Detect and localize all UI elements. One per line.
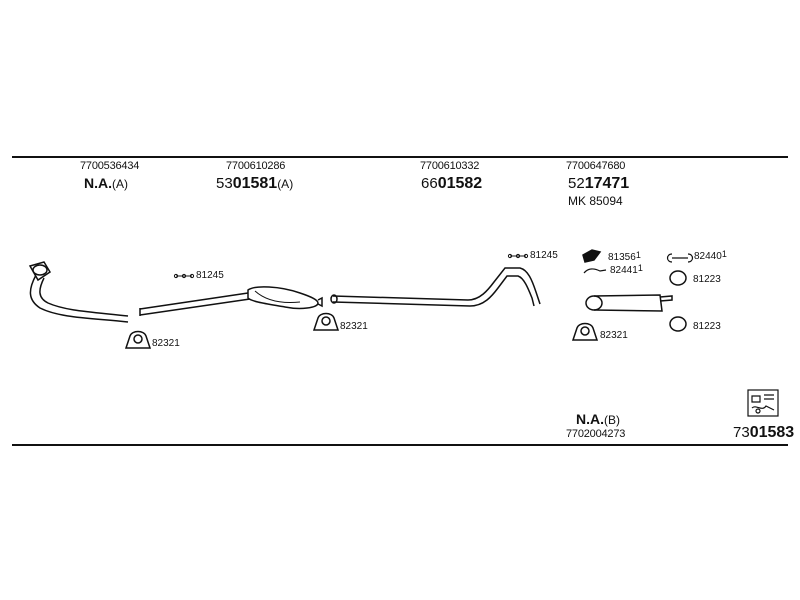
reference-label: 6601582	[421, 175, 482, 193]
quantity-marker: 1	[635, 250, 641, 260]
part-number-label: 7700610286	[226, 160, 286, 172]
reference-prefix: 73	[733, 424, 750, 441]
part-number-label: 7702004273	[566, 428, 626, 440]
rear-silencer	[585, 294, 673, 312]
reference-label: N.A.(B)	[576, 411, 620, 429]
gasket-label: 813561	[608, 250, 641, 263]
ring-label: 81223	[693, 321, 721, 332]
part-number-label: 7700610332	[420, 160, 480, 172]
reference-prefix: 52	[568, 175, 585, 192]
variant-suffix: (A)	[277, 177, 294, 191]
bolt-icon	[583, 268, 607, 274]
reference-number: 01581	[232, 175, 278, 192]
quantity-marker: 1	[721, 249, 727, 259]
reference-label: 5301581(A)	[216, 175, 293, 193]
clamp-label: 82321	[340, 321, 368, 332]
hanger-icon	[507, 253, 529, 259]
gasket-icon	[582, 249, 602, 263]
quantity-marker: 1	[637, 263, 643, 273]
part-number-label: 7700536434	[80, 160, 140, 172]
gasket-number: 81356	[608, 252, 636, 263]
set-reference-label: 7301583	[733, 424, 794, 442]
hanger-label: 81245	[196, 270, 224, 281]
reference-number: 01582	[437, 175, 483, 192]
not-available-label: N.A.	[84, 175, 112, 191]
bolt-number: 82441	[610, 265, 638, 276]
intermediate-pipe	[330, 267, 541, 307]
middle-silencer	[139, 286, 323, 316]
clamp-icon	[571, 322, 599, 341]
part-number-label: 7700647680	[566, 160, 626, 172]
not-available-label: N.A.	[576, 411, 604, 427]
reference-prefix: 53	[216, 175, 233, 192]
hook-label: 824401	[694, 249, 727, 262]
hanger-label: 81245	[530, 250, 558, 261]
bolt-label: 824411	[610, 263, 643, 276]
catalog-symbol-icon	[747, 389, 779, 417]
mounting-kit-label: MK 85094	[568, 194, 623, 208]
hook-icon	[666, 253, 694, 263]
clamp-icon	[124, 330, 152, 349]
reference-prefix: 66	[421, 175, 438, 192]
reference-label: 5217471	[568, 175, 629, 193]
reference-label: N.A.(A)	[84, 175, 128, 193]
variant-suffix: (A)	[112, 177, 128, 191]
reference-number: 17471	[584, 175, 630, 192]
front-pipe	[28, 261, 129, 323]
rubber-ring-icon	[669, 316, 687, 332]
variant-suffix: (B)	[604, 413, 620, 427]
hanger-icon	[173, 273, 195, 279]
reference-number: 01583	[749, 424, 795, 441]
ring-label: 81223	[693, 274, 721, 285]
clamp-label: 82321	[152, 338, 180, 349]
clamp-label: 82321	[600, 330, 628, 341]
hook-number: 82440	[694, 251, 722, 262]
clamp-icon	[312, 312, 340, 331]
rubber-ring-icon	[669, 270, 687, 286]
